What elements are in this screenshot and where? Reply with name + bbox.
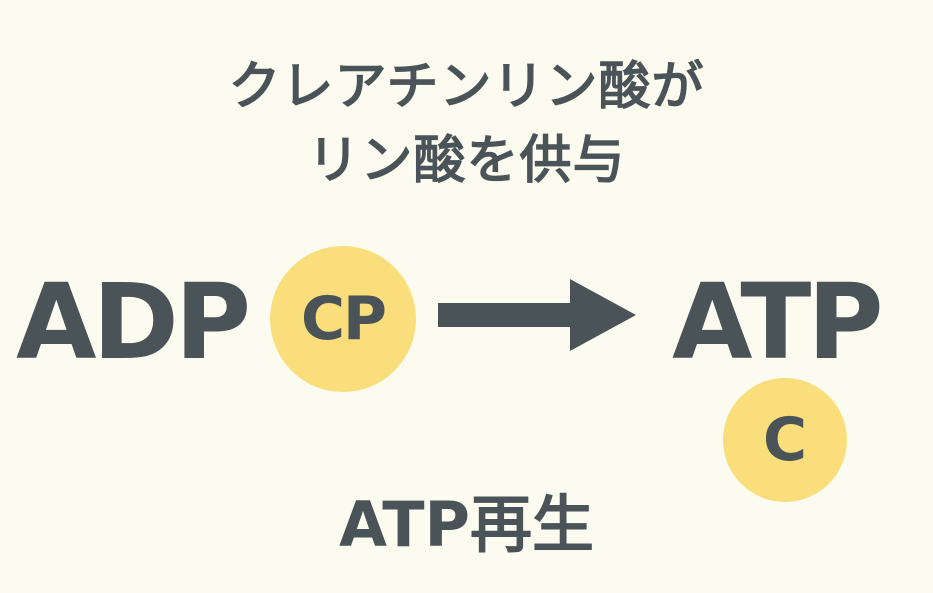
arrow-head	[570, 279, 636, 351]
arrow-shaft	[438, 303, 574, 327]
title-line-2: リン酸を供与	[307, 131, 626, 191]
atp-regeneration-label: ATP再生	[339, 488, 594, 561]
creatine-phosphate-badge-label: CP	[300, 284, 387, 354]
atp-label: ATP	[672, 261, 884, 383]
title-line-1: クレアチンリン酸が	[228, 57, 705, 117]
adp-label: ADP	[16, 261, 251, 383]
creatine-phosphate-badge: CP	[270, 246, 416, 392]
right-arrow-icon	[438, 279, 636, 351]
creatine-badge: C	[723, 378, 847, 502]
creatine-badge-label: C	[762, 405, 808, 475]
